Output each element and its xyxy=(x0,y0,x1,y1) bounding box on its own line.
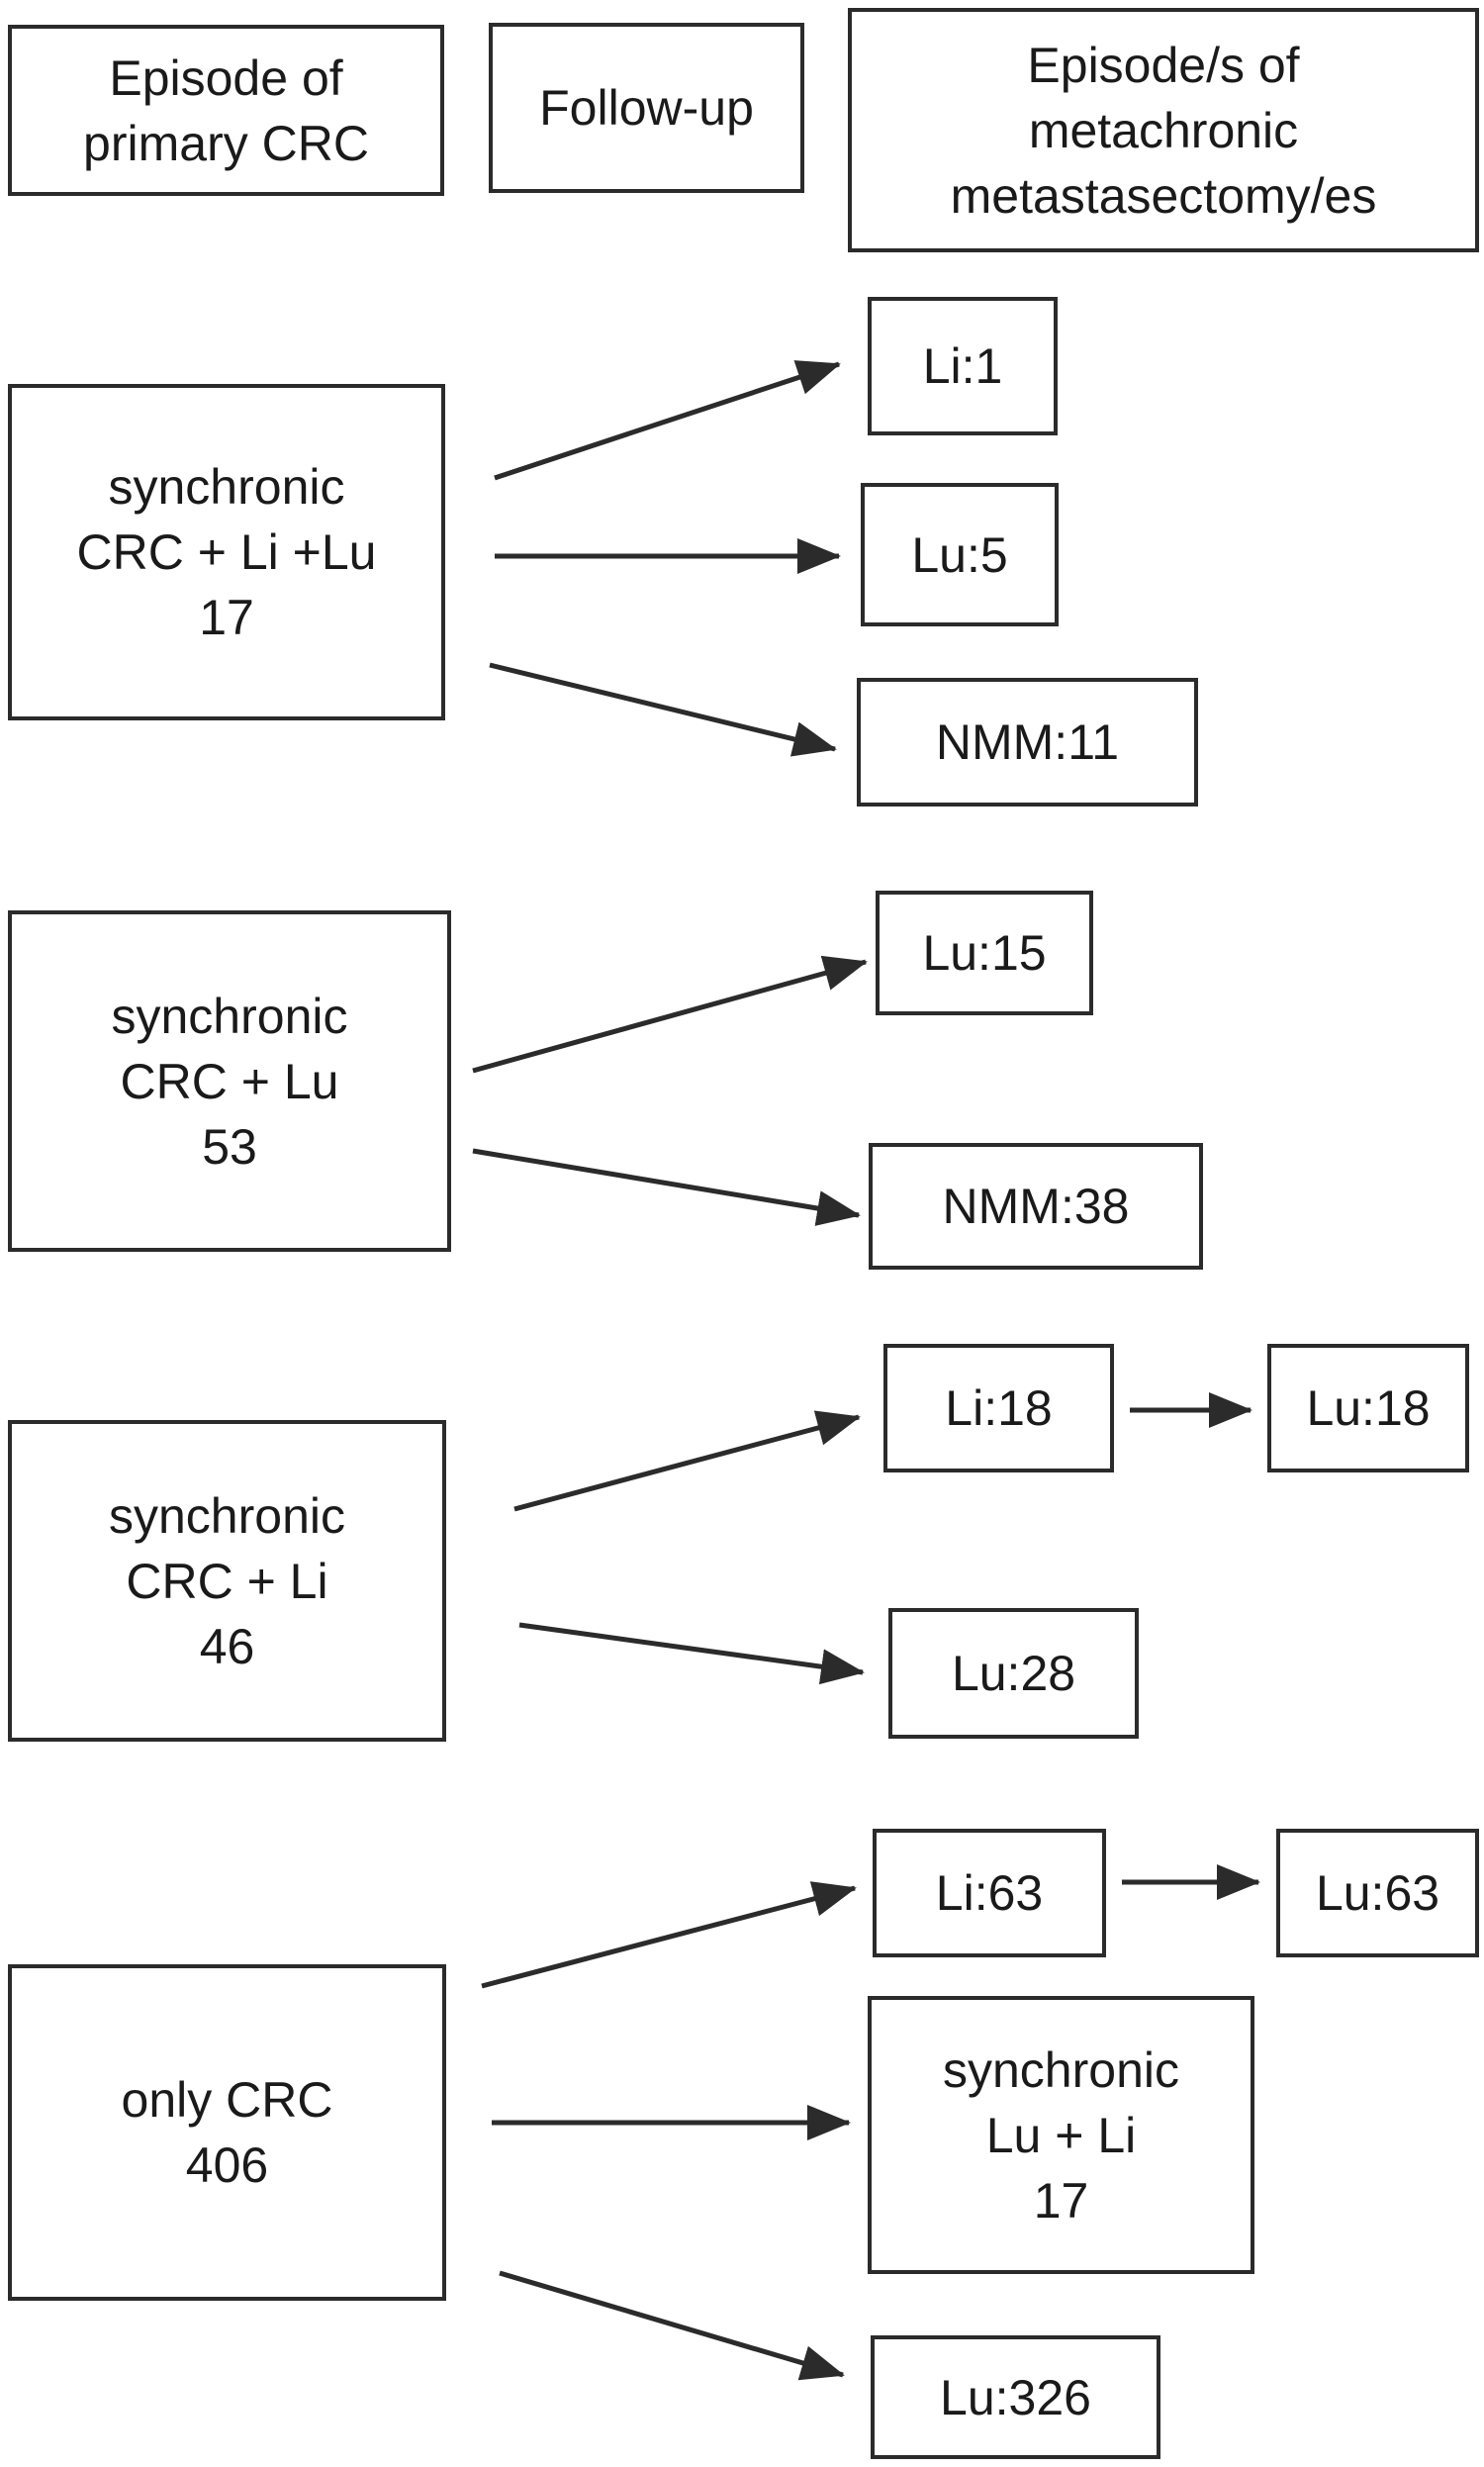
header-label-follow-up: Follow-up xyxy=(539,80,754,136)
target-box-lu-15: Lu:15 xyxy=(876,891,1093,1015)
target-box-nmm-38: NMM:38 xyxy=(869,1143,1203,1270)
target-label-lu-5: Lu:5 xyxy=(911,526,1008,583)
arrow-row4-to-li63 xyxy=(481,1881,857,1989)
target-box-li-1: Li:1 xyxy=(868,297,1058,435)
target-box-li-63: Li:63 xyxy=(873,1829,1106,1957)
header-box-primary-crc: Episode of primary CRC xyxy=(8,25,444,196)
arrow-row1-to-nmm11 xyxy=(489,662,837,757)
target-label-nmm-38: NMM:38 xyxy=(942,1179,1130,1234)
arrow-row2-to-lu15 xyxy=(472,955,868,1074)
target-box-lu-28: Lu:28 xyxy=(888,1608,1139,1739)
arrow-row4-to-lu326 xyxy=(499,2270,845,2381)
target-box-lu-63: Lu:63 xyxy=(1276,1829,1479,1957)
source-label-only-crc-406: only CRC 406 xyxy=(121,2072,333,2193)
arrow-row1-to-li1 xyxy=(494,360,841,481)
target-box-lu-326: Lu:326 xyxy=(871,2335,1160,2459)
target-label-lu-326: Lu:326 xyxy=(940,2369,1091,2425)
target-label-nmm-11: NMM:11 xyxy=(935,714,1120,770)
arrow-row3-to-lu28 xyxy=(518,1622,865,1685)
header-box-follow-up: Follow-up xyxy=(489,23,804,193)
header-label-primary-crc: Episode of primary CRC xyxy=(83,49,369,171)
header-label-metachronic-metastasectomy: Episode/s of metachronic metastasectomy/… xyxy=(950,37,1377,224)
source-box-crc-li-46: synchronic CRC + Li 46 xyxy=(8,1420,446,1742)
target-box-lu-18: Lu:18 xyxy=(1267,1344,1469,1472)
target-label-lu-63: Lu:63 xyxy=(1315,1865,1440,1921)
source-box-only-crc-406: only CRC 406 xyxy=(8,1964,446,2301)
target-label-li-1: Li:1 xyxy=(922,338,1003,394)
target-box-lu-5: Lu:5 xyxy=(861,483,1059,626)
source-label-crc-li-lu-17: synchronic CRC + Li +Lu 17 xyxy=(76,459,377,645)
target-box-li-18: Li:18 xyxy=(883,1344,1114,1472)
header-box-metachronic-metastasectomy: Episode/s of metachronic metastasectomy/… xyxy=(848,8,1479,252)
target-label-lu-28: Lu:28 xyxy=(951,1646,1076,1701)
target-label-lu-18: Lu:18 xyxy=(1306,1380,1431,1436)
source-box-crc-lu-53: synchronic CRC + Lu 53 xyxy=(8,910,451,1252)
arrow-row3-to-li18 xyxy=(513,1410,861,1512)
source-label-crc-li-46: synchronic CRC + Li 46 xyxy=(109,1487,345,1674)
target-label-lu-15: Lu:15 xyxy=(922,925,1047,981)
target-label-li-18: Li:18 xyxy=(945,1380,1053,1436)
target-box-nmm-11: NMM:11 xyxy=(857,678,1198,807)
target-label-synchronic-lu-li-17: synchronic Lu + Li 17 xyxy=(943,2041,1179,2229)
source-box-crc-li-lu-17: synchronic CRC + Li +Lu 17 xyxy=(8,384,445,720)
source-label-crc-lu-53: synchronic CRC + Lu 53 xyxy=(111,988,348,1175)
target-box-synchronic-lu-li-17: synchronic Lu + Li 17 xyxy=(868,1996,1254,2274)
arrow-row2-to-nmm38 xyxy=(472,1148,861,1226)
target-label-li-63: Li:63 xyxy=(935,1865,1044,1921)
